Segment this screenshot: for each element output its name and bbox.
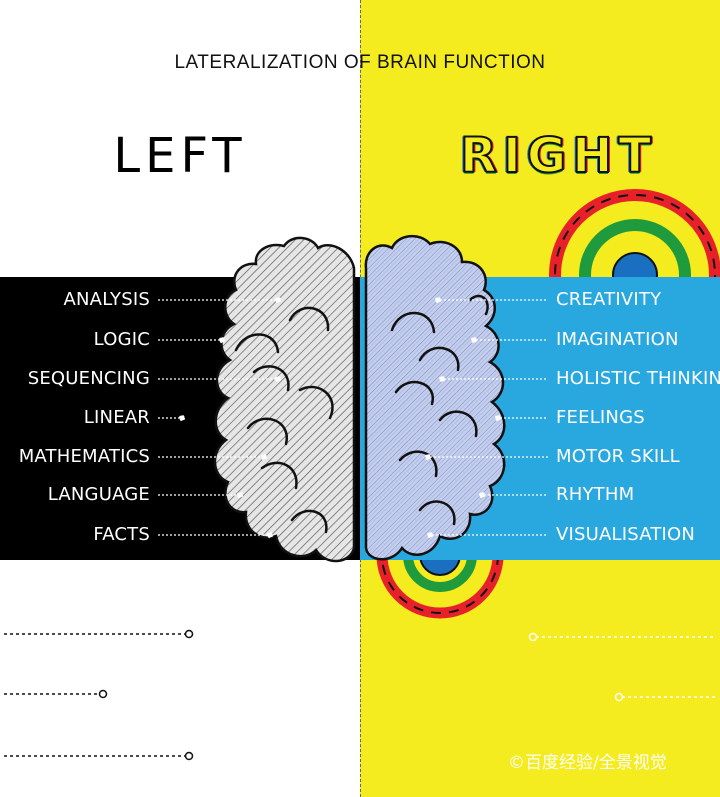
bottom-right-lines xyxy=(528,632,716,702)
left-heading: LEFT xyxy=(113,128,247,184)
right-item-feelings: FEELINGS xyxy=(556,407,645,428)
left-item-language: LANGUAGE xyxy=(47,484,150,505)
right-heading-text: RIGHT xyxy=(459,127,658,185)
left-item-sequencing: SEQUENCING xyxy=(27,368,150,389)
right-item-motor-skill: MOTOR SKILL xyxy=(556,446,680,467)
right-item-creativity: CREATIVITY xyxy=(556,289,662,310)
left-item-facts: FACTS xyxy=(93,524,150,545)
right-connectors xyxy=(424,296,548,539)
right-hemisphere xyxy=(364,235,506,561)
right-item-visualisation: VISUALISATION xyxy=(556,524,696,545)
right-item-rhythm: RHYTHM xyxy=(556,484,635,505)
left-item-logic: LOGIC xyxy=(93,329,150,350)
bottom-left-lines xyxy=(4,629,194,761)
right-item-imagination: IMAGINATION xyxy=(556,329,679,350)
left-item-linear: LINEAR xyxy=(83,407,150,428)
watermark: ©百度经验/全景视觉 xyxy=(508,753,667,773)
left-item-mathematics: MATHEMATICS xyxy=(18,446,150,467)
right-heading: RIGHT xyxy=(459,127,652,185)
left-hemisphere xyxy=(213,236,356,563)
page-title: LATERALIZATION OF BRAIN FUNCTION xyxy=(174,52,546,73)
left-connectors xyxy=(158,296,282,539)
left-item-analysis: ANALYSIS xyxy=(63,289,150,310)
right-item-holistic-thinking: HOLISTIC THINKING xyxy=(556,368,720,389)
